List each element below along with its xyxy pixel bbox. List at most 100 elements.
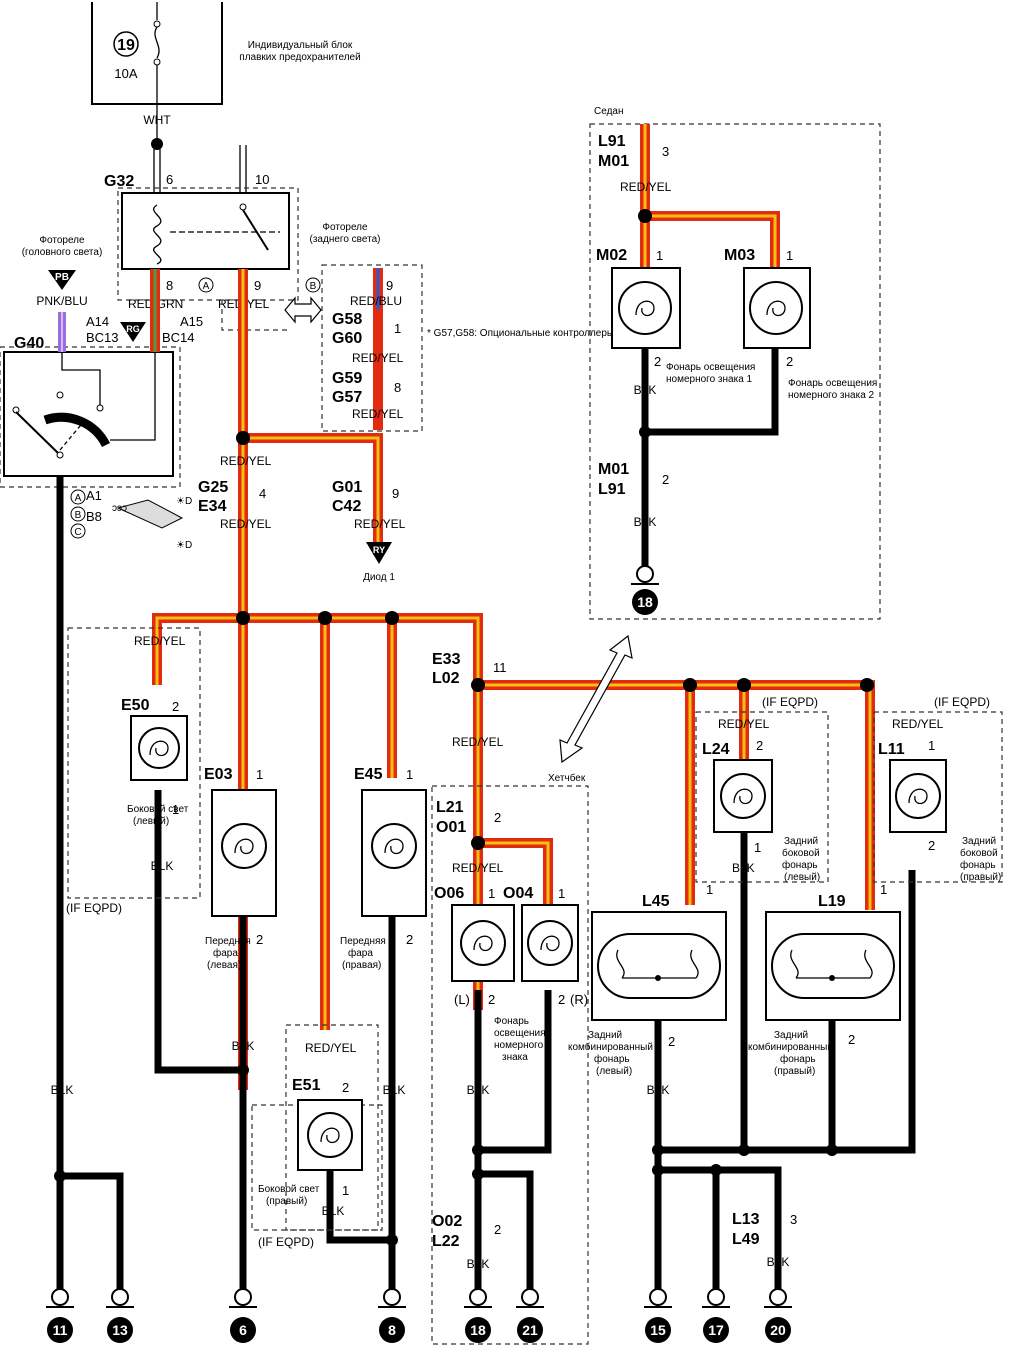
svg-text:11: 11 xyxy=(493,660,507,675)
svg-text:O01: O01 xyxy=(436,819,466,836)
svg-text:3: 3 xyxy=(790,1212,797,1227)
svg-text:1: 1 xyxy=(394,321,401,336)
relay-g32-code: G32 xyxy=(104,173,134,190)
svg-text:1: 1 xyxy=(406,767,413,782)
ground-8: 8 xyxy=(378,1288,406,1343)
svg-text:фонарь: фонарь xyxy=(594,1053,630,1065)
lamp-o06: O06 1 (L) 2 xyxy=(434,885,515,1007)
lamp-l24: (IF EQPD) RED/YEL L24 2 1 BLK Задний бок… xyxy=(695,695,829,883)
svg-text:номерного знака 2: номерного знака 2 xyxy=(788,390,875,401)
svg-text:RED/YEL: RED/YEL xyxy=(354,517,406,531)
svg-text:G58: G58 xyxy=(332,311,362,328)
svg-text:O04: O04 xyxy=(503,885,533,902)
svg-text:RED/YEL: RED/YEL xyxy=(620,180,672,194)
svg-text:Фотореле: Фотореле xyxy=(322,222,368,233)
svg-text:BLK: BLK xyxy=(467,1083,490,1097)
svg-text:1: 1 xyxy=(488,886,495,901)
svg-text:L02: L02 xyxy=(432,670,460,687)
svg-text:9: 9 xyxy=(386,278,393,293)
svg-text:Задний: Задний xyxy=(784,836,818,847)
switch-g40: G40 A14 BC13 A15 BC14 A1 B8 A B C ᴐᴐᴐ ☀D… xyxy=(0,314,203,551)
svg-text:G60: G60 xyxy=(332,330,362,347)
svg-text:RED/YEL: RED/YEL xyxy=(220,454,272,468)
svg-text:A15: A15 xyxy=(180,314,203,329)
svg-text:2: 2 xyxy=(406,932,413,947)
svg-text:(правая): (правая) xyxy=(342,960,381,971)
svg-text:L91: L91 xyxy=(598,133,626,150)
pb-badge xyxy=(48,270,76,290)
svg-text:BLK: BLK xyxy=(647,1083,670,1097)
svg-text:21: 21 xyxy=(522,1322,538,1338)
diode-icon xyxy=(366,542,392,564)
svg-text:BLK: BLK xyxy=(732,861,755,875)
svg-text:BLK: BLK xyxy=(322,1204,345,1218)
svg-text:(правый): (правый) xyxy=(960,872,1001,883)
svg-text:освещения: освещения xyxy=(494,1028,546,1039)
svg-text:боковой: боковой xyxy=(782,847,820,859)
svg-text:комбинированный: комбинированный xyxy=(748,1041,833,1053)
svg-text:BLK: BLK xyxy=(634,383,657,397)
svg-text:L49: L49 xyxy=(732,1231,760,1248)
svg-text:(левый): (левый) xyxy=(596,1066,632,1077)
svg-text:BLK: BLK xyxy=(467,1257,490,1271)
svg-text:2: 2 xyxy=(756,738,763,753)
lamp-e45: E45 1 2 Передняя фара (правая) xyxy=(340,766,427,971)
svg-text:(IF EQPD): (IF EQPD) xyxy=(762,695,818,709)
svg-text:13: 13 xyxy=(112,1322,128,1338)
svg-text:L21: L21 xyxy=(436,799,464,816)
svg-text:G25: G25 xyxy=(198,479,228,496)
lamp-l19: L19 1 2 Задний комбинированный фонарь (п… xyxy=(748,882,901,1077)
svg-text:RED/YEL: RED/YEL xyxy=(452,861,504,875)
svg-text:фара: фара xyxy=(348,947,373,959)
svg-text:E50: E50 xyxy=(121,697,150,714)
svg-text:2: 2 xyxy=(494,1222,501,1237)
svg-text:L19: L19 xyxy=(818,893,846,910)
svg-text:Седан: Седан xyxy=(594,106,623,117)
svg-text:O06: O06 xyxy=(434,885,464,902)
svg-text:2: 2 xyxy=(494,810,501,825)
svg-text:RED/YEL: RED/YEL xyxy=(452,735,504,749)
svg-text:RED/YEL: RED/YEL xyxy=(352,407,404,421)
svg-text:знака: знака xyxy=(502,1052,528,1063)
svg-text:C: C xyxy=(74,527,81,538)
svg-text:L22: L22 xyxy=(432,1233,460,1250)
svg-text:1: 1 xyxy=(880,882,887,897)
section-link-arrow xyxy=(559,634,633,764)
svg-text:* G57,G58: Опциональные контро: * G57,G58: Опциональные контроллеры xyxy=(427,328,614,339)
lamp-l11: (IF EQPD) RED/YEL L11 1 2 Задний боковой… xyxy=(873,695,1003,883)
fuse-number: 19 xyxy=(117,37,135,54)
svg-text:1: 1 xyxy=(656,248,663,263)
ground-symbols: 11 13 6 8 18 21 15 17 20 xyxy=(46,1288,792,1343)
svg-text:18: 18 xyxy=(470,1322,486,1338)
svg-text:Задний: Задний xyxy=(962,836,996,847)
lamp-e03: E03 1 2 Передняя фара (левая) xyxy=(204,766,277,971)
rg-badge xyxy=(120,322,146,342)
svg-text:E03: E03 xyxy=(204,766,233,783)
svg-text:1: 1 xyxy=(558,886,565,901)
svg-text:BC13: BC13 xyxy=(86,330,119,345)
svg-text:3: 3 xyxy=(662,144,669,159)
svg-text:(IF EQPD): (IF EQPD) xyxy=(934,695,990,709)
svg-text:(левая): (левая) xyxy=(207,960,241,971)
svg-text:18: 18 xyxy=(637,594,653,610)
svg-text:ᴐᴐᴐ: ᴐᴐᴐ xyxy=(112,503,127,514)
svg-text:8: 8 xyxy=(388,1322,396,1338)
svg-text:☀D: ☀D xyxy=(176,496,192,507)
svg-text:G59: G59 xyxy=(332,370,362,387)
svg-text:2: 2 xyxy=(668,1034,675,1049)
svg-text:1: 1 xyxy=(256,767,263,782)
junction-dot xyxy=(151,138,163,150)
svg-text:RED/BLU: RED/BLU xyxy=(350,294,402,308)
svg-text:фонарь: фонарь xyxy=(782,859,818,871)
svg-text:2: 2 xyxy=(662,472,669,487)
svg-text:RED/YEL: RED/YEL xyxy=(892,717,944,731)
svg-text:9: 9 xyxy=(392,486,399,501)
svg-text:B: B xyxy=(75,510,82,521)
svg-text:RED/YEL: RED/YEL xyxy=(134,634,186,648)
lamp-o04: O04 1 2 (R) xyxy=(503,885,588,1007)
svg-text:G40: G40 xyxy=(14,335,44,352)
svg-text:Диод 1: Диод 1 xyxy=(363,572,395,583)
svg-text:L91: L91 xyxy=(598,481,626,498)
svg-text:2: 2 xyxy=(558,992,565,1007)
svg-text:(IF EQPD): (IF EQPD) xyxy=(258,1235,314,1249)
